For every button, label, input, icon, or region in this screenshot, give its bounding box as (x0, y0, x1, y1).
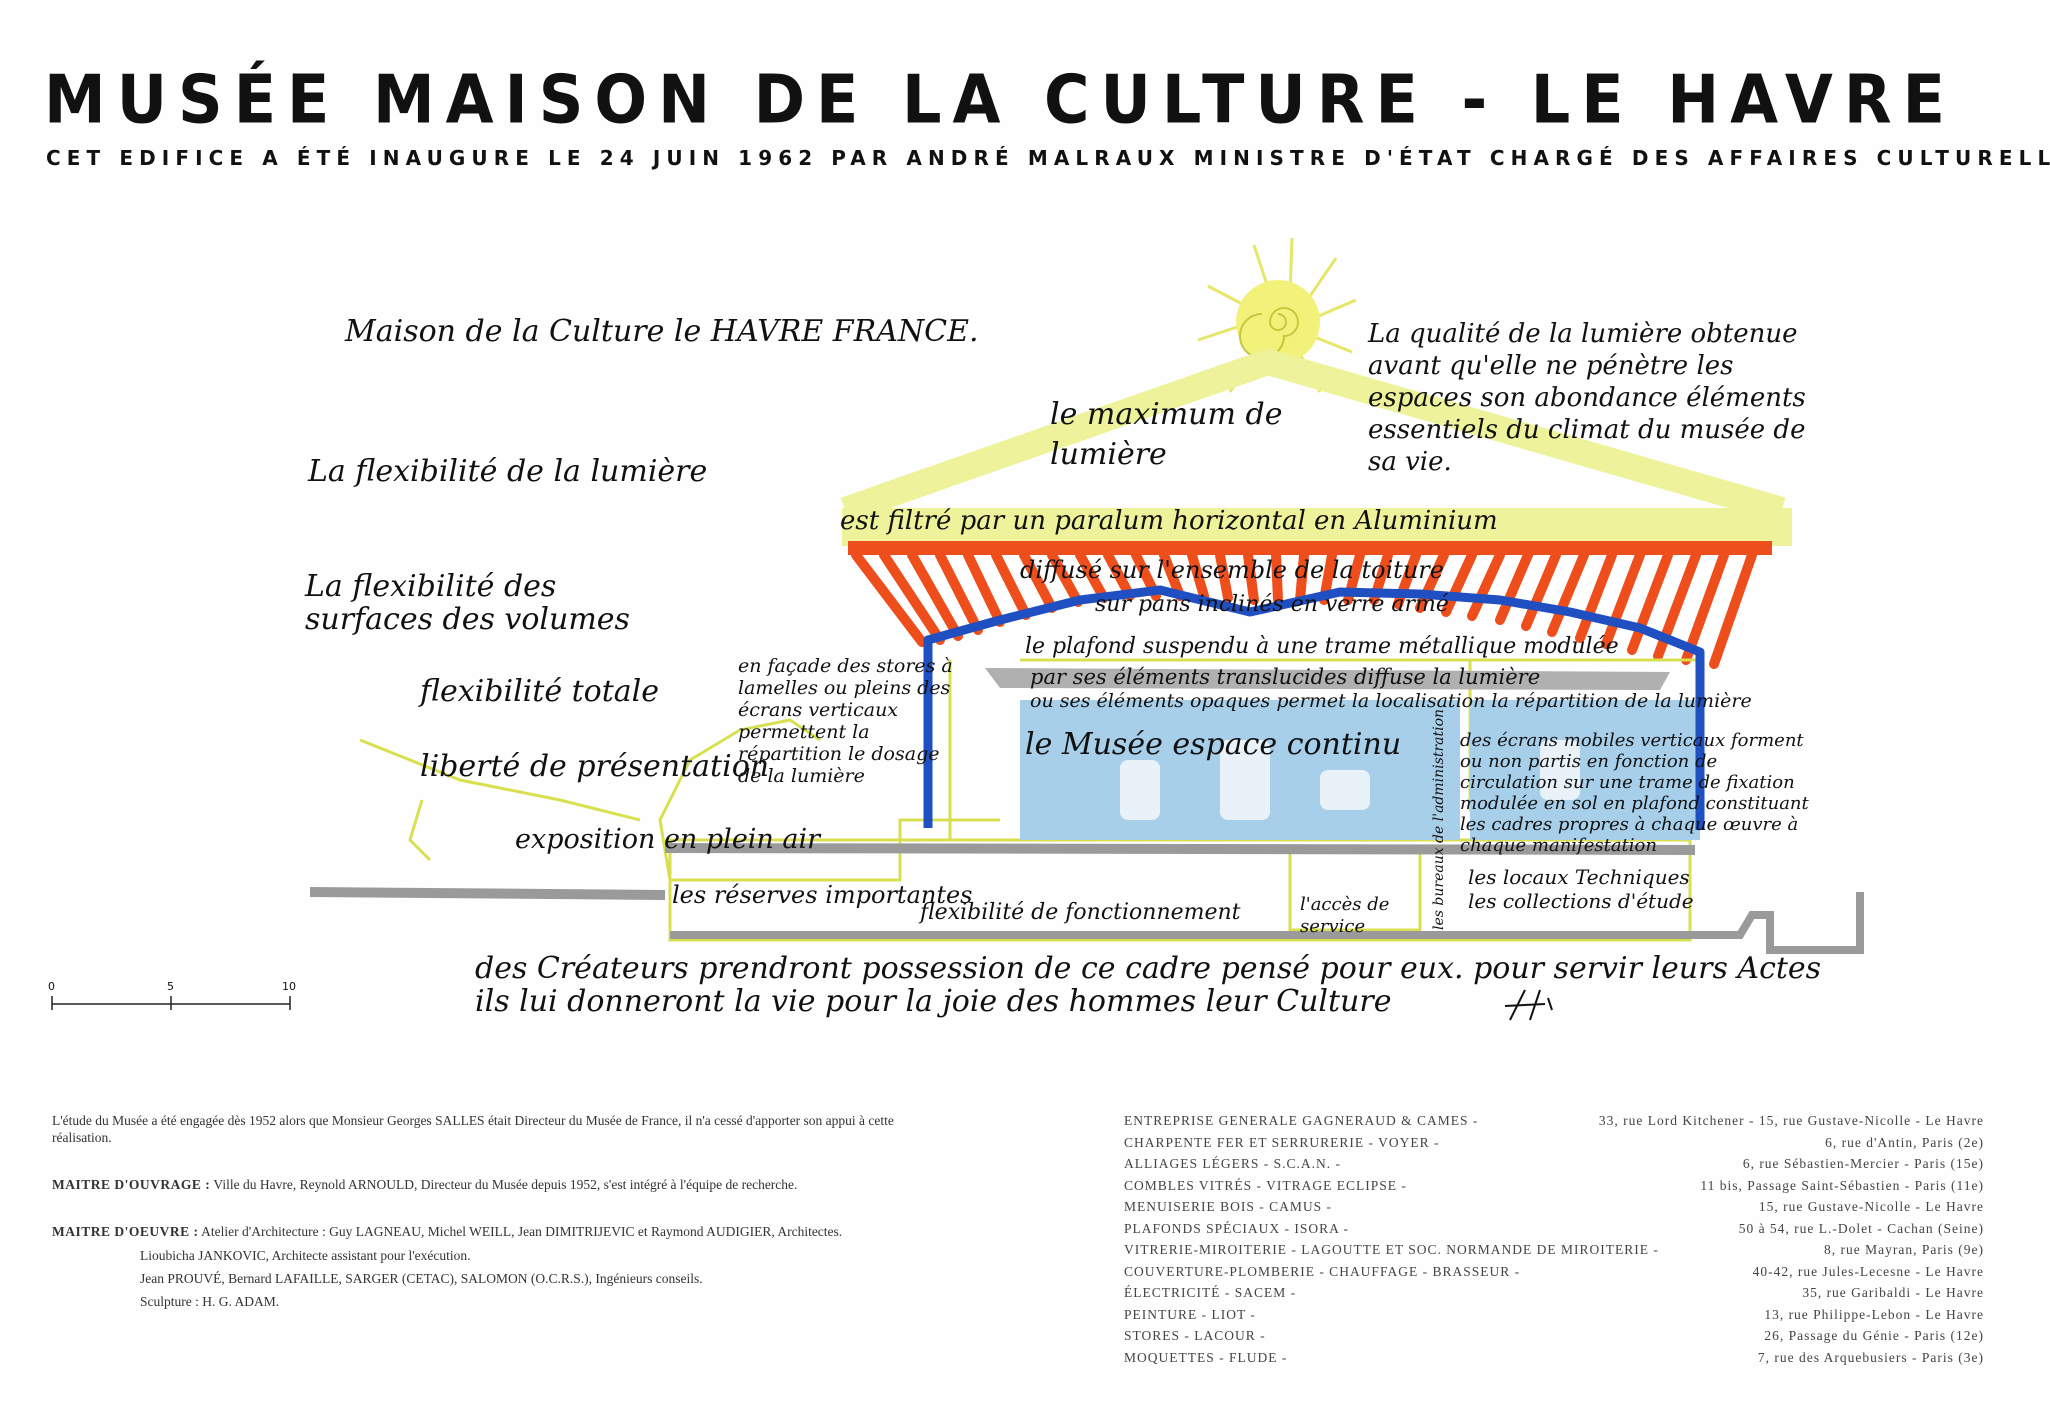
left-note-presentation: liberté de présentation (420, 749, 770, 784)
closing-line-1: des Créateurs prendront possession de ce… (475, 951, 1822, 986)
contractor-row: ALLIAGES LÉGERS - S.C.A.N. -6, rue Sébas… (1124, 1156, 1984, 1171)
reserves-note: les réserves importantes (672, 881, 973, 909)
left-note-open-air: exposition en plein air (515, 824, 821, 855)
credits-block: L'étude du Musée a été engagée dès 1952 … (52, 1112, 910, 1313)
contractor-row: PEINTURE - LIOT -13, rue Philippe-Lebon … (1124, 1306, 1984, 1322)
oeuvre-text: Atelier d'Architecture : Guy LAGNEAU, Mi… (201, 1224, 843, 1239)
contractor-row: PLAFONDS SPÉCIAUX - ISORA -50 à 54, rue … (1124, 1220, 1984, 1236)
contractor-row: STORES - LACOUR -26, Passage du Génie - … (1124, 1328, 1984, 1343)
credits-oeuvre: MAITRE D'OEUVRE : Atelier d'Architecture… (52, 1223, 910, 1240)
roof-note-paralum: est filtré par un paralum horizontal en … (840, 506, 1498, 536)
ground-line (309, 843, 1696, 900)
study-collections-note: les collections d'étude (1468, 889, 1694, 913)
contractor-row: MENUISERIE BOIS - CAMUS -15, rue Gustave… (1124, 1199, 1984, 1214)
closing-line-2: ils lui donneront la vie pour la joie de… (475, 984, 1392, 1019)
credits-ouvrage: MAITRE D'OUVRAGE : Ville du Havre, Reyno… (52, 1176, 910, 1193)
sketch-heading: Maison de la Culture le HAVRE FRANCE. (345, 314, 979, 349)
scale-label-0: 0 (48, 980, 55, 993)
credits-intro: L'étude du Musée a été engagée dès 1952 … (52, 1113, 894, 1145)
contractor-row: COMBLES VITRÉS - VITRAGE ECLIPSE -11 bis… (1124, 1177, 1984, 1193)
roof-horizontal-band (842, 508, 1792, 546)
functioning-note: flexibilité de fonctionnement (920, 900, 1241, 925)
museum-label: le Musée espace continu (1025, 727, 1402, 762)
contractor-row: ENTREPRISE GENERALE GAGNERAUD & CAMES -3… (1124, 1113, 1984, 1128)
ouvrage-text: Ville du Havre, Reynold ARNOULD, Directe… (213, 1177, 798, 1192)
scale-label-10: 10 (282, 980, 296, 993)
credits-engineers: Jean PROUVÉ, Bernard LAFAILLE, SARGER (C… (140, 1271, 703, 1286)
page-title: MUSÉE MAISON DE LA CULTURE - LE HAVRE (44, 60, 1956, 139)
roof-note-ceiling: le plafond suspendu à une trame métalliq… (1025, 634, 1619, 659)
contractors-list: ENTREPRISE GENERALE GAGNERAUD & CAMES -3… (1124, 1110, 1984, 1368)
roof-note-glass: sur pans inclinés en verre armé (1095, 592, 1449, 617)
contractor-row: ÉLECTRICITÉ - SACEM -35, rue Garibaldi -… (1124, 1285, 1984, 1300)
paralum-louvers (848, 541, 1772, 669)
roof-note-translucent: par ses éléments translucides diffuse la… (1030, 665, 1541, 689)
facade-note: en façade des stores à lamelles ou plein… (738, 655, 953, 787)
contractor-row: MOQUETTES - FLUDE -7, rue des Arquebusie… (1124, 1349, 1984, 1365)
left-note-total: flexibilité totale (420, 674, 660, 709)
inauguration-subtitle: CET EDIFICE A ÉTÉ INAUGURE LE 24 JUIN 19… (46, 146, 2050, 170)
oeuvre-label: MAITRE D'OEUVRE : (52, 1224, 199, 1239)
signature-drawing (1504, 989, 1553, 1021)
service-access-note: l'accès de service (1300, 894, 1390, 937)
left-note-surfaces: La flexibilité des surfaces des volumes (305, 569, 630, 637)
ouvrage-label: MAITRE D'OUVRAGE : (52, 1177, 211, 1192)
technical-rooms-note: les locaux Techniques (1468, 865, 1690, 889)
section-sketch (51, 237, 1864, 1021)
credits-assistant: Lioubicha JANKOVIC, Architecte assistant… (140, 1248, 471, 1263)
contractor-row: VITRERIE-MIROITERIE - LAGOUTTE ET SOC. N… (1124, 1242, 1984, 1257)
left-note-light-flexibility: La flexibilité de la lumière (308, 454, 708, 489)
scale-bar (51, 996, 291, 1010)
contractor-row: COUVERTURE-PLOMBERIE - CHAUFFAGE - BRASS… (1124, 1263, 1984, 1279)
admin-offices-note: les bureaux de l'administration (1431, 708, 1447, 930)
ceiling-grey (985, 668, 1670, 690)
contractor-row: CHARPENTE FER ET SERRURERIE - VOYER -6, … (1124, 1134, 1984, 1150)
roof-light-band (840, 349, 1786, 523)
roof-note-opaque: ou ses éléments opaques permet la locali… (1030, 690, 1752, 712)
credits-sculpture: Sculpture : H. G. ADAM. (140, 1294, 280, 1309)
roof-note-diffuse: diffusé sur l'ensemble de la toiture (1020, 556, 1444, 584)
mobile-screens-note: des écrans mobiles verticaux forment ou … (1460, 730, 1809, 856)
glazing-outline (923, 585, 1705, 830)
max-light-note: le maximum de lumière (1050, 397, 1283, 472)
scale-label-5: 5 (167, 980, 174, 993)
light-quality-note: La qualité de la lumière obtenue avant q… (1368, 319, 1806, 477)
